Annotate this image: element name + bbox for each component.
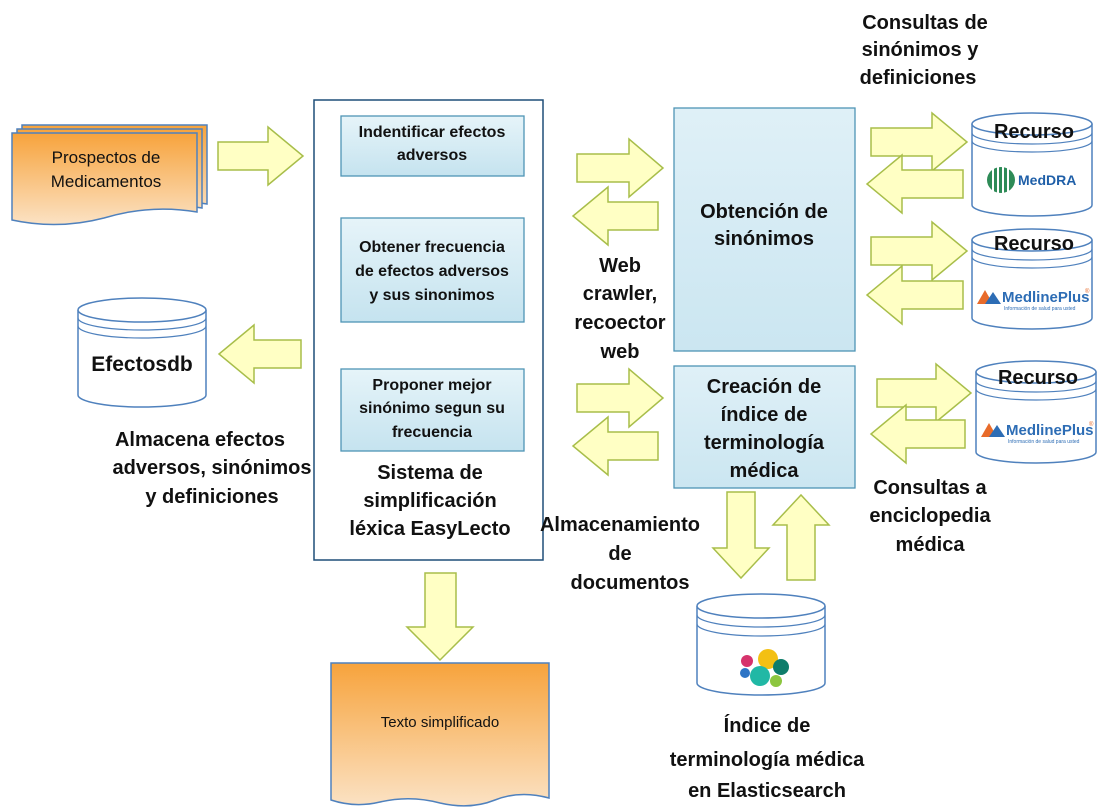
arrow-synonyms-to-system (571, 185, 659, 247)
elastic-caption-line-3: en Elasticsearch (688, 780, 846, 802)
step-3-line-2: sinónimo segun su (359, 400, 505, 417)
medlineplus-wordmark-1: MedlinePlus (1002, 289, 1090, 306)
elastic-caption-line-2: terminología médica (670, 749, 865, 771)
medlineplus-reg-1: ® (1085, 288, 1090, 295)
meddra-wordmark: MedDRA (1018, 172, 1076, 188)
efectosdb-cylinder: Efectosdb (77, 297, 207, 408)
output-doc-label: Texto simplificado (381, 714, 499, 731)
arrow-index-to-resource-3 (876, 362, 973, 424)
medlineplus-wordmark-2: MedlinePlus (1006, 422, 1094, 439)
medlineplus-tagline-2: Información de salud para usted (1008, 439, 1080, 445)
arrow-resource-2-to-synonyms (865, 264, 964, 326)
system-caption-line-3: léxica EasyLecto (349, 518, 510, 540)
step-2-line-2: de efectos adversos (355, 263, 509, 280)
resource-1-title: Recurso (994, 121, 1074, 143)
queries-top-line-2: sinónimos y (862, 39, 980, 61)
crawler-line-2: crawler, (583, 283, 658, 305)
queries-top-line-1: Consultas de (862, 12, 988, 34)
queries-bottom-line-3: médica (896, 534, 966, 556)
arrow-synonyms-to-resource-2 (870, 220, 969, 282)
step-box-3 (340, 368, 525, 452)
queries-top-line-3: definiciones (860, 67, 977, 89)
storage-line-3: documentos (571, 572, 690, 594)
arrow-input-to-system (217, 125, 305, 187)
system-caption-line-1: Sistema de (377, 462, 483, 484)
arrow-elastic-to-index (771, 493, 831, 581)
elasticsearch-logo-icon (740, 649, 789, 687)
medlineplus-reg-2: ® (1089, 421, 1094, 428)
medlineplus-tagline-1: Información de salud para usted (1004, 306, 1076, 312)
output-document: Texto simplificado (330, 662, 550, 807)
crawler-line-4: web (600, 341, 640, 363)
input-doc-line-2: Medicamentos (51, 172, 162, 191)
elastic-caption-line-1: Índice de (724, 714, 811, 737)
elasticsearch-cylinder (696, 593, 826, 696)
flow-arrows (217, 111, 973, 662)
arrow-resource-3-to-index (869, 403, 966, 465)
arrow-resource-1-to-synonyms (865, 153, 964, 215)
index-line-2: índice de (721, 404, 808, 426)
arrow-system-to-output (405, 572, 475, 662)
resource-1-cylinder: Recurso MedDRA (971, 112, 1093, 217)
db-caption-line-2: adversos, sinónimos (113, 457, 312, 479)
db-caption-line-3: y definiciones (145, 486, 278, 508)
arrow-system-to-synonyms (576, 137, 665, 199)
crawler-line-1: Web (599, 255, 641, 277)
resource-3-cylinder: Recurso MedlinePlus ® Información de sal… (975, 360, 1097, 464)
medlineplus-logo-icon: MedlinePlus ® Información de salud para … (977, 288, 1090, 312)
input-document-stack: Prospectos de Medicamentos (11, 124, 208, 226)
resource-2-cylinder: Recurso MedlinePlus ® Información de sal… (971, 228, 1093, 330)
crawler-line-3: recoector (574, 312, 665, 334)
system-container: Indentificar efectos adversos Obtener fr… (313, 99, 544, 561)
arrow-system-to-db (217, 323, 302, 385)
arrow-index-to-system (571, 415, 659, 477)
step-1-line-1: Indentificar efectos (359, 124, 506, 141)
queries-bottom-line-1: Consultas a (873, 477, 987, 499)
arrow-index-to-elastic (711, 491, 771, 580)
db-caption-line-1: Almacena efectos (115, 429, 285, 451)
storage-line-1: Almacenamiento (540, 514, 700, 536)
step-box-1 (340, 115, 525, 177)
meddra-logo-icon: MedDRA (987, 167, 1076, 193)
step-3-line-3: frecuencia (392, 424, 472, 441)
index-line-1: Creación de (707, 376, 821, 398)
medlineplus-logo-icon: MedlinePlus ® Información de salud para … (981, 421, 1094, 445)
arrow-system-to-index (576, 367, 665, 429)
synonyms-line-1: Obtención de (700, 201, 828, 223)
synonyms-line-2: sinónimos (714, 228, 814, 250)
efectosdb-label: Efectosdb (91, 353, 193, 376)
storage-line-2: de (608, 543, 631, 565)
arrow-synonyms-to-resource-1 (870, 111, 969, 173)
system-caption-line-2: simplificación (363, 490, 496, 512)
resource-2-title: Recurso (994, 233, 1074, 255)
step-box-2 (340, 217, 525, 323)
index-line-3: terminología (704, 432, 825, 454)
index-line-4: médica (730, 460, 800, 482)
resource-3-title: Recurso (998, 367, 1078, 389)
synonyms-box: Obtención de sinónimos (673, 107, 856, 352)
index-box: Creación de índice de terminología médic… (673, 365, 856, 489)
queries-bottom-line-2: enciclopedia (869, 505, 991, 527)
step-1-line-2: adversos (397, 147, 467, 164)
step-2-line-1: Obtener frecuencia (359, 239, 505, 256)
step-3-line-1: Proponer mejor (372, 377, 491, 394)
step-2-line-3: y sus sinonimos (369, 287, 494, 304)
input-doc-line-1: Prospectos de (52, 148, 161, 167)
